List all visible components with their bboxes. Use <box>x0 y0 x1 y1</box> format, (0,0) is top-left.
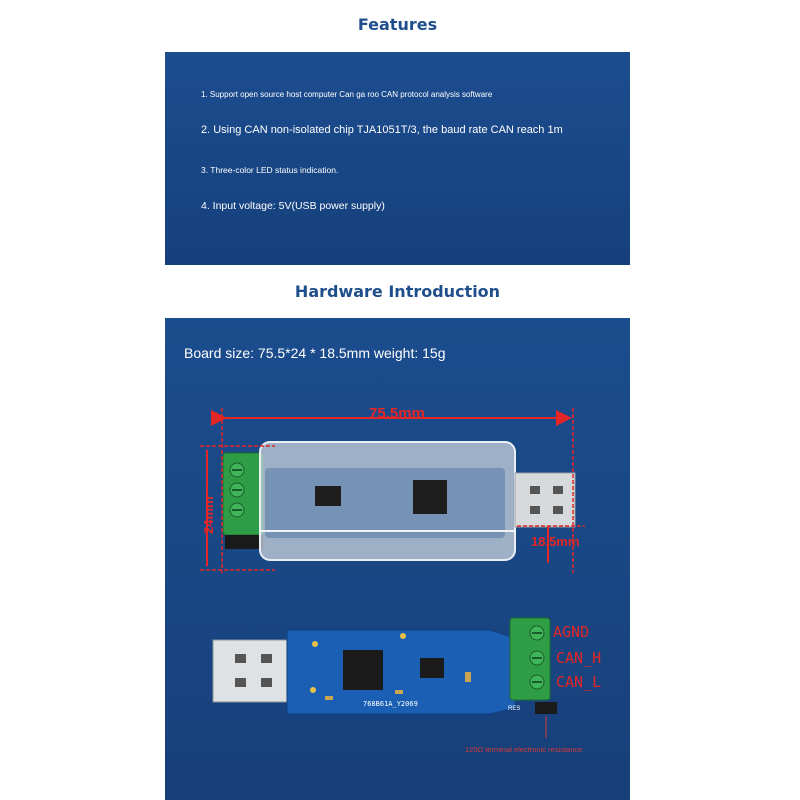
features-panel: 1. Support open source host computer Can… <box>165 52 630 265</box>
feature-item-2: 2. Using CAN non-isolated chip TJA1051T/… <box>201 124 563 136</box>
transceiver-chip <box>315 486 341 506</box>
board-size-text: Board size: 75.5*24 * 18.5mm weight: 15g <box>184 345 446 361</box>
transceiver-chip-pcb <box>420 658 444 678</box>
dimension-lines <box>200 408 585 573</box>
pin-label-can-l: CAN_L <box>556 673 601 691</box>
feature-item-1: 1. Support open source host computer Can… <box>201 90 493 99</box>
hardware-title: Hardware Introduction <box>294 282 501 301</box>
usb-plug-top <box>514 472 576 528</box>
pin-label-agnd: AGND <box>553 623 589 641</box>
hardware-illustration: 75.5mm 24mm 18.5mm 768B61A_Y2069 <box>200 405 601 754</box>
terminal-base <box>225 535 263 549</box>
feature-item-3: 3. Three-color LED status indication. <box>201 165 339 175</box>
pin-label-can-h: CAN_H <box>556 649 601 667</box>
res-label: RES <box>508 706 520 712</box>
hardware-panel: 75.5mm 24mm 18.5mm 768B61A_Y2069 <box>165 318 630 800</box>
termination-jumper <box>535 702 557 714</box>
mcu-chip-pcb <box>343 650 383 690</box>
usb-can-case-device <box>222 441 576 561</box>
feature-item-4: 4. Input voltage: 5V(USB power supply) <box>201 200 385 212</box>
resistor-note: 120Ω terminal electronic resistance <box>465 745 582 754</box>
usb-plug-bottom <box>212 639 300 703</box>
mcu-chip <box>413 480 447 514</box>
length-dimension: 75.5mm <box>369 405 425 422</box>
usb-can-pcb-device: 768B61A_Y2069 RES <box>212 617 557 738</box>
width-dimension: 24mm <box>201 496 216 534</box>
board-label: 768B61A_Y2069 <box>363 700 418 708</box>
features-title: Features <box>357 15 438 34</box>
height-dimension: 18.5mm <box>531 534 579 549</box>
pcb-inside-case <box>265 468 505 538</box>
